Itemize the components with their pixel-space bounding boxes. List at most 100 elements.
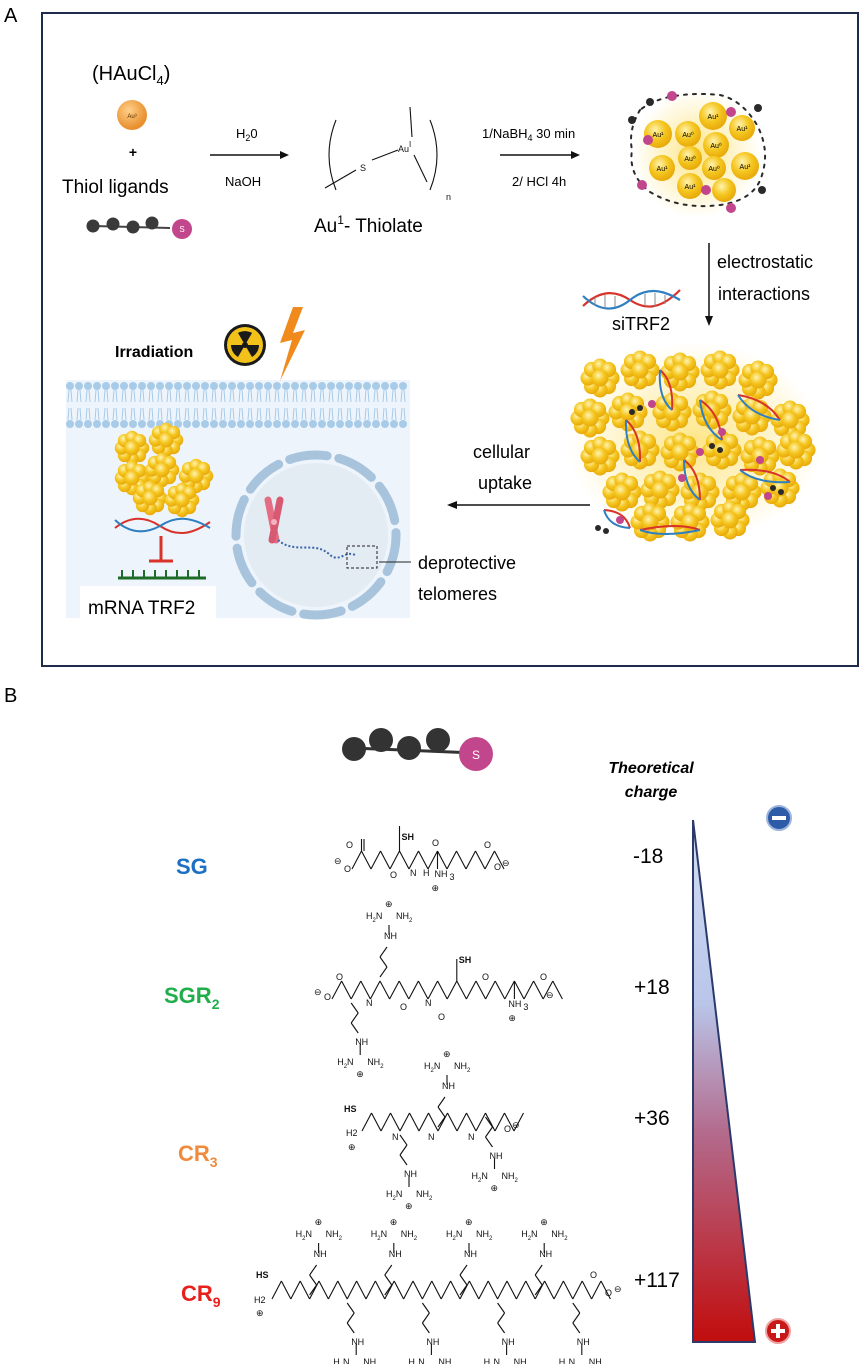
charge-value-cr9: +117 (634, 1269, 680, 1292)
svg-text:O: O (438, 1012, 445, 1022)
svg-text:O: O (324, 992, 331, 1002)
sirna-label: siTRF2 (612, 314, 670, 334)
svg-text:NH2: NH2 (589, 1357, 606, 1364)
step2-bottom-label: 2/ HCl 4h (512, 174, 566, 189)
svg-text:⊕: ⊕ (491, 1183, 499, 1193)
thiolate-structure: S AuI n (324, 106, 451, 202)
structure-cr9: HSH2⊕NHH2NNH2⊕NHH2NNH2⊕NHH2NNH2⊕NHH2NNH2… (254, 1217, 622, 1369)
svg-text:O: O (590, 1270, 597, 1280)
svg-text:⊕: ⊕ (315, 1217, 323, 1227)
svg-text:H2N: H2N (559, 1357, 575, 1364)
row-label-sg: SG (176, 854, 208, 879)
svg-text:3: 3 (523, 1002, 528, 1012)
gold-salt-label: Au³ (127, 114, 136, 120)
cell-gold-clusters (114, 422, 214, 518)
svg-text:O: O (400, 1002, 407, 1012)
gold-salt-sphere (117, 100, 147, 130)
svg-text:NH2: NH2 (476, 1229, 493, 1242)
telomere-zoom-box (346, 545, 378, 569)
svg-text:⊕: ⊕ (405, 1201, 413, 1211)
svg-text:O: O (605, 1288, 612, 1298)
svg-text:H2N: H2N (446, 1229, 462, 1242)
svg-text:Au⁰: Au⁰ (708, 165, 720, 173)
svg-text:NH: NH (355, 1037, 368, 1047)
svg-text:NH: NH (426, 1337, 439, 1347)
svg-text:O: O (504, 1124, 511, 1134)
charge-header-1: Theoretical (608, 760, 694, 777)
svg-text:H2N: H2N (296, 1229, 312, 1242)
svg-text:NH2: NH2 (401, 1229, 418, 1242)
uptake-label-1: cellular (473, 442, 530, 462)
svg-text:NH2: NH2 (363, 1357, 380, 1364)
gold-sirna-aggregate (567, 342, 823, 542)
svg-text:NH: NH (384, 931, 397, 941)
svg-text:3: 3 (450, 872, 455, 882)
svg-text:SH: SH (402, 832, 415, 842)
mrna-strand (118, 570, 206, 580)
svg-text:⊖: ⊖ (614, 1284, 622, 1294)
svg-text:N: N (410, 868, 417, 878)
svg-text:N: N (392, 1132, 399, 1142)
svg-text:Au¹: Au¹ (685, 184, 697, 191)
nucleus (231, 450, 401, 620)
svg-text:SH: SH (459, 955, 472, 965)
cell-sirna-dna (114, 517, 211, 534)
svg-text:HS: HS (256, 1270, 269, 1280)
thiol-ligands-label: Thiol ligands (62, 177, 169, 198)
svg-text:H2N: H2N (386, 1189, 402, 1202)
svg-text:NH2: NH2 (454, 1061, 471, 1074)
svg-text:⊖: ⊖ (546, 990, 554, 1000)
svg-text:NH: NH (351, 1337, 364, 1347)
svg-text:H2N: H2N (472, 1171, 488, 1184)
step1-top-label: H20 (236, 126, 258, 143)
reagent-label: (HAuCl4) (92, 63, 170, 88)
radiation-icon (224, 324, 266, 366)
svg-text:Au¹: Au¹ (708, 114, 720, 121)
svg-text:NH: NH (314, 1249, 327, 1259)
svg-text:O: O (336, 972, 343, 982)
svg-text:H2: H2 (346, 1128, 358, 1138)
svg-text:AuI: AuI (398, 140, 411, 154)
svg-text:NH2: NH2 (416, 1189, 433, 1202)
electrostatic-label-1: electrostatic (717, 252, 813, 272)
svg-text:NH2: NH2 (326, 1229, 343, 1242)
step2-top-label: 1/NaBH4 30 min (482, 126, 575, 143)
svg-text:⊖: ⊖ (314, 987, 322, 997)
svg-text:HS: HS (344, 1104, 357, 1114)
svg-text:NH: NH (389, 1249, 402, 1259)
svg-text:⊕: ⊕ (465, 1217, 473, 1227)
row-label-sgr2: SGR2 (164, 983, 220, 1012)
sirna-dna-icon (582, 289, 681, 310)
svg-text:H2N: H2N (408, 1357, 424, 1364)
svg-text:NH: NH (490, 1151, 503, 1161)
charge-value-sgr2: +18 (634, 976, 670, 999)
thiol-ligand-icon: S (86, 216, 192, 239)
svg-text:O: O (494, 862, 501, 872)
electrostatic-label-2: interactions (718, 284, 810, 304)
svg-text:Au¹: Au¹ (740, 164, 752, 171)
svg-text:NH: NH (435, 869, 448, 879)
svg-text:N: N (366, 998, 373, 1008)
svg-text:O: O (482, 972, 489, 982)
svg-text:⊕: ⊕ (443, 1049, 451, 1059)
plus-sign: + (129, 144, 137, 160)
cell-membrane (66, 382, 407, 428)
svg-text:Au¹: Au¹ (657, 166, 669, 173)
svg-text:H2N: H2N (333, 1357, 349, 1364)
svg-text:Au¹: Au¹ (653, 132, 665, 139)
plus-badge (765, 1318, 791, 1344)
svg-text:H2N: H2N (521, 1229, 537, 1242)
svg-text:⊕: ⊕ (256, 1308, 264, 1318)
irradiation-label: Irradiation (115, 344, 193, 361)
svg-text:NH2: NH2 (396, 911, 413, 924)
svg-text:N: N (428, 1132, 435, 1142)
svg-text:Au⁰: Au⁰ (710, 142, 722, 150)
panel-a-label: A (4, 5, 18, 27)
deprotective-label-2: telomeres (418, 584, 497, 604)
svg-text:O: O (344, 864, 351, 874)
svg-text:n: n (446, 192, 451, 202)
